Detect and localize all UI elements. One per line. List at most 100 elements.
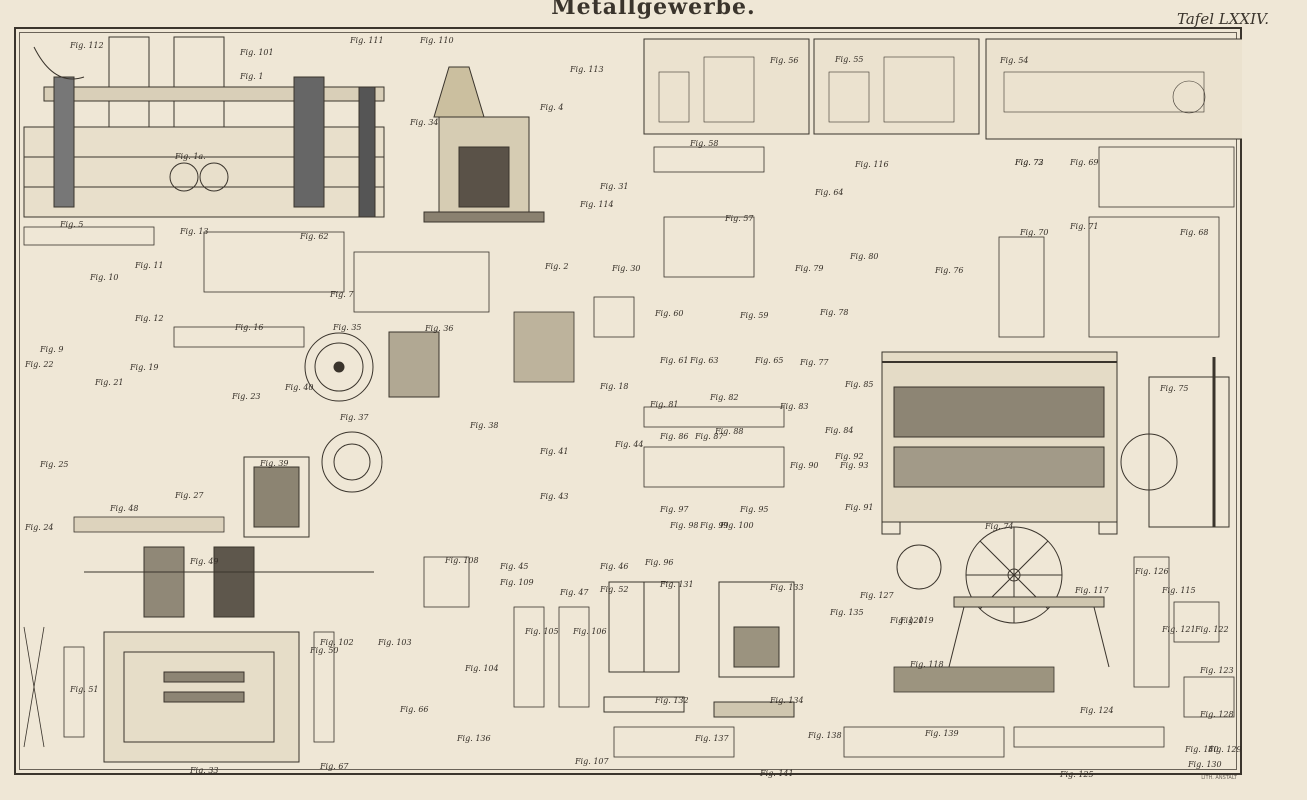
figure-label: Fig. 47 — [560, 588, 589, 597]
plate-number: Tafel LXXIV. — [1177, 10, 1269, 28]
figure-label: Fig. 59 — [740, 311, 769, 320]
figure-label: Fig. 45 — [500, 562, 529, 571]
figure-label: Fig. 129 — [1208, 745, 1242, 754]
figure-label: Fig. 13 — [180, 227, 209, 236]
figure-label: Fig. 11 — [135, 261, 164, 270]
figure-label: Fig. 133 — [770, 583, 804, 592]
figure-label: Fig. 105 — [525, 627, 559, 636]
figure-label: Fig. 7 — [330, 290, 354, 299]
figure-label: Fig. 1 — [240, 72, 264, 81]
figure-label: Fig. 43 — [540, 492, 569, 501]
figure-label: Fig. 102 — [320, 638, 354, 647]
figure-label: Fig. 101 — [240, 48, 274, 57]
frame-engraving — [243, 456, 310, 538]
textile-machine-engraving — [881, 351, 1118, 535]
figure-label: Fig. 23 — [232, 392, 261, 401]
figure-label: Fig. 75 — [1160, 384, 1189, 393]
figure-label: Fig. 79 — [795, 264, 824, 273]
figure-label: Fig. 135 — [830, 608, 864, 617]
figure-label: Fig. 35 — [333, 323, 362, 332]
figure-label: Fig. 72 — [1015, 158, 1044, 167]
figure-label: Fig. 18 — [600, 382, 629, 391]
figure-label: Fig. 74 — [985, 522, 1014, 531]
figure-label: Fig. 125 — [1060, 770, 1094, 779]
figure-label: Fig. 25 — [40, 460, 69, 469]
drawing-bench-engraving — [603, 581, 795, 718]
figure-label: Fig. 69 — [1070, 158, 1099, 167]
figure-label: Fig. 111 — [350, 36, 384, 45]
figure-label: Fig. 49 — [190, 557, 219, 566]
figure-label: Fig. 103 — [378, 638, 412, 647]
figure-label: Fig. 126 — [1135, 567, 1169, 576]
figure-label: Fig. 136 — [457, 734, 491, 743]
figure-label: Fig. 48 — [110, 504, 139, 513]
figure-label: Fig. 67 — [320, 762, 349, 771]
figure-label: Fig. 80 — [850, 252, 879, 261]
figure-label: Fig. 93 — [840, 461, 869, 470]
figure-label: Fig. 112 — [70, 41, 104, 50]
figure-label: Fig. 58 — [690, 139, 719, 148]
figure-label: Fig. 82 — [710, 393, 739, 402]
workbench-engraving — [103, 631, 300, 763]
figure-label: Fig. 116 — [855, 160, 889, 169]
figure-label: Fig. 84 — [825, 426, 854, 435]
figure-label: Fig. 46 — [600, 562, 629, 571]
figure-label: Fig. 85 — [845, 380, 874, 389]
figure-label: Fig. 10 — [90, 273, 119, 282]
figure-label: Fig. 128 — [1200, 710, 1234, 719]
figure-label: Fig. 90 — [790, 461, 819, 470]
figure-label: Fig. 140 — [1185, 745, 1219, 754]
figure-label: Fig. 61 — [660, 356, 689, 365]
figure-label: Fig. 12 — [135, 314, 164, 323]
lathe-engraving — [1120, 357, 1230, 528]
figure-label: Fig. 50 — [310, 646, 339, 655]
figure-label: Fig. 34 — [410, 118, 439, 127]
figure-label: Fig. 83 — [780, 402, 809, 411]
figure-label: Fig. 87 — [695, 432, 724, 441]
plate-title: Metallgewerbe. — [551, 0, 756, 20]
figure-label: Fig. 24 — [25, 523, 54, 532]
figure-label: Fig. 106 — [573, 627, 607, 636]
figure-label: Fig. 97 — [660, 505, 689, 514]
figure-label: Fig. 70 — [1020, 228, 1049, 237]
figure-label: Fig. 16 — [235, 323, 264, 332]
rolling-mill-engraving — [23, 36, 385, 218]
figure-label: Fig. 131 — [660, 580, 694, 589]
figure-label: Fig. 113 — [570, 65, 604, 74]
figure-label: Fig. 137 — [695, 734, 729, 743]
figure-label: Fig. 4 — [540, 103, 564, 112]
figure-label: Fig. 44 — [615, 440, 644, 449]
figure-label: Fig. 96 — [645, 558, 674, 567]
figure-label: Fig. 36 — [425, 324, 454, 333]
figure-label: Fig. 95 — [740, 505, 769, 514]
figure-label: Fig. 98 — [670, 521, 699, 530]
figure-label: Fig. 118 — [910, 660, 944, 669]
figure-label: Fig. 139 — [925, 729, 959, 738]
figure-label: Fig. 108 — [445, 556, 479, 565]
figure-label: Fig. 31 — [600, 182, 629, 191]
engraving-illustrations — [23, 36, 1242, 763]
figure-label: Fig. 117 — [1075, 586, 1109, 595]
figure-label: Fig. 141 — [760, 769, 794, 778]
plate-frame — [14, 27, 1242, 775]
furnace-engraving — [423, 66, 545, 223]
figure-label: Fig. 68 — [1180, 228, 1209, 237]
figure-label: Fig. 92 — [835, 452, 864, 461]
figure-label: Fig. 55 — [835, 55, 864, 64]
figure-label: Fig. 91 — [845, 503, 874, 512]
figure-label: Fig. 132 — [655, 696, 689, 705]
figure-label: Fig. 38 — [470, 421, 499, 430]
figure-label: Fig. 127 — [860, 591, 894, 600]
figure-label: Fig. 86 — [660, 432, 689, 441]
figure-label: Fig. 99 — [700, 521, 729, 530]
figure-label: Fig. 88 — [715, 427, 744, 436]
workshop-panels-engraving — [643, 38, 1242, 140]
figure-label: Fig. 9 — [40, 345, 64, 354]
figure-label: Fig. 109 — [500, 578, 534, 587]
figure-label: Fig. 76 — [935, 266, 964, 275]
figure-label: Fig. 65 — [755, 356, 784, 365]
figure-label: Fig. 121 — [1162, 625, 1196, 634]
figure-label: Fig. 56 — [770, 56, 799, 65]
figure-label: Fig. 54 — [1000, 56, 1029, 65]
figure-label: Fig. 62 — [300, 232, 329, 241]
